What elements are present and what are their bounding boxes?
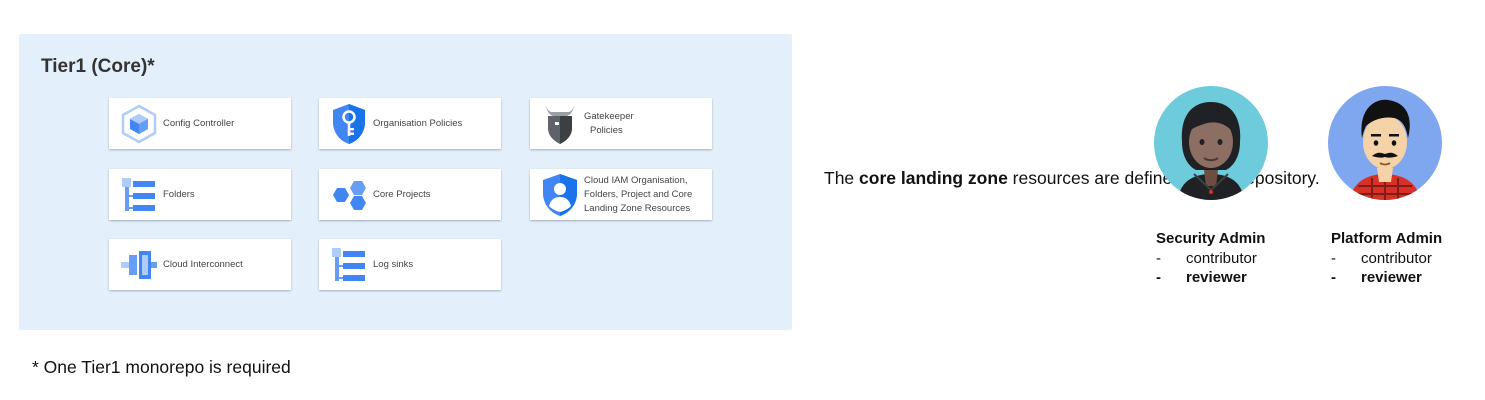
platform-admin-avatar xyxy=(1328,86,1442,200)
card-log-sinks: Log sinks xyxy=(319,239,501,290)
card-label: Log sinks xyxy=(373,258,414,270)
card-label: Folders xyxy=(163,188,195,200)
card-organisation-policies: Organisation Policies xyxy=(319,98,501,149)
card-core-projects: Core Projects xyxy=(319,169,501,220)
interconnect-icon xyxy=(117,239,161,290)
footnote: * One Tier1 monorepo is required xyxy=(32,357,291,377)
card-label: Organisation Policies xyxy=(373,117,463,129)
card-folders: Folders xyxy=(109,169,291,220)
card-label: Cloud Interconnect xyxy=(163,258,243,270)
role-title: Security Admin xyxy=(1156,230,1266,247)
gatekeeper-icon xyxy=(538,98,582,149)
card-cloud-iam: Cloud IAM Organisation, Folders, Project… xyxy=(530,169,712,220)
card-label: Core Projects xyxy=(373,188,431,200)
shield-key-icon xyxy=(327,98,371,149)
security-admin-avatar xyxy=(1154,86,1268,200)
card-gatekeeper-policies: Gatekeeper Policies xyxy=(530,98,712,149)
role-item: -contributor xyxy=(1156,249,1257,267)
platform-admin-role: Platform Admin -contributor -reviewer xyxy=(1331,229,1442,288)
role-title: Platform Admin xyxy=(1331,230,1443,247)
config-controller-icon xyxy=(117,98,161,149)
panel-title: Tier1 (Core)* xyxy=(41,56,155,77)
card-label: Gatekeeper Policies xyxy=(584,110,634,136)
security-admin-role: Security Admin -contributor -reviewer xyxy=(1156,229,1265,288)
card-config-controller: Config Controller xyxy=(109,98,291,149)
hexagons-icon xyxy=(327,169,371,220)
role-item: -contributor xyxy=(1331,249,1432,267)
card-label: Cloud IAM Organisation, Folders, Project… xyxy=(584,174,693,214)
card-label: Config Controller xyxy=(163,117,235,129)
folders-icon xyxy=(117,169,161,220)
tier1-panel: Tier1 (Core)* Config Controller xyxy=(19,34,792,330)
role-item: -reviewer xyxy=(1331,269,1422,286)
description-bold: core landing zone xyxy=(859,168,1008,188)
role-item: -reviewer xyxy=(1156,269,1247,286)
log-sinks-icon xyxy=(327,239,371,290)
shield-user-icon xyxy=(538,169,582,220)
card-cloud-interconnect: Cloud Interconnect xyxy=(109,239,291,290)
